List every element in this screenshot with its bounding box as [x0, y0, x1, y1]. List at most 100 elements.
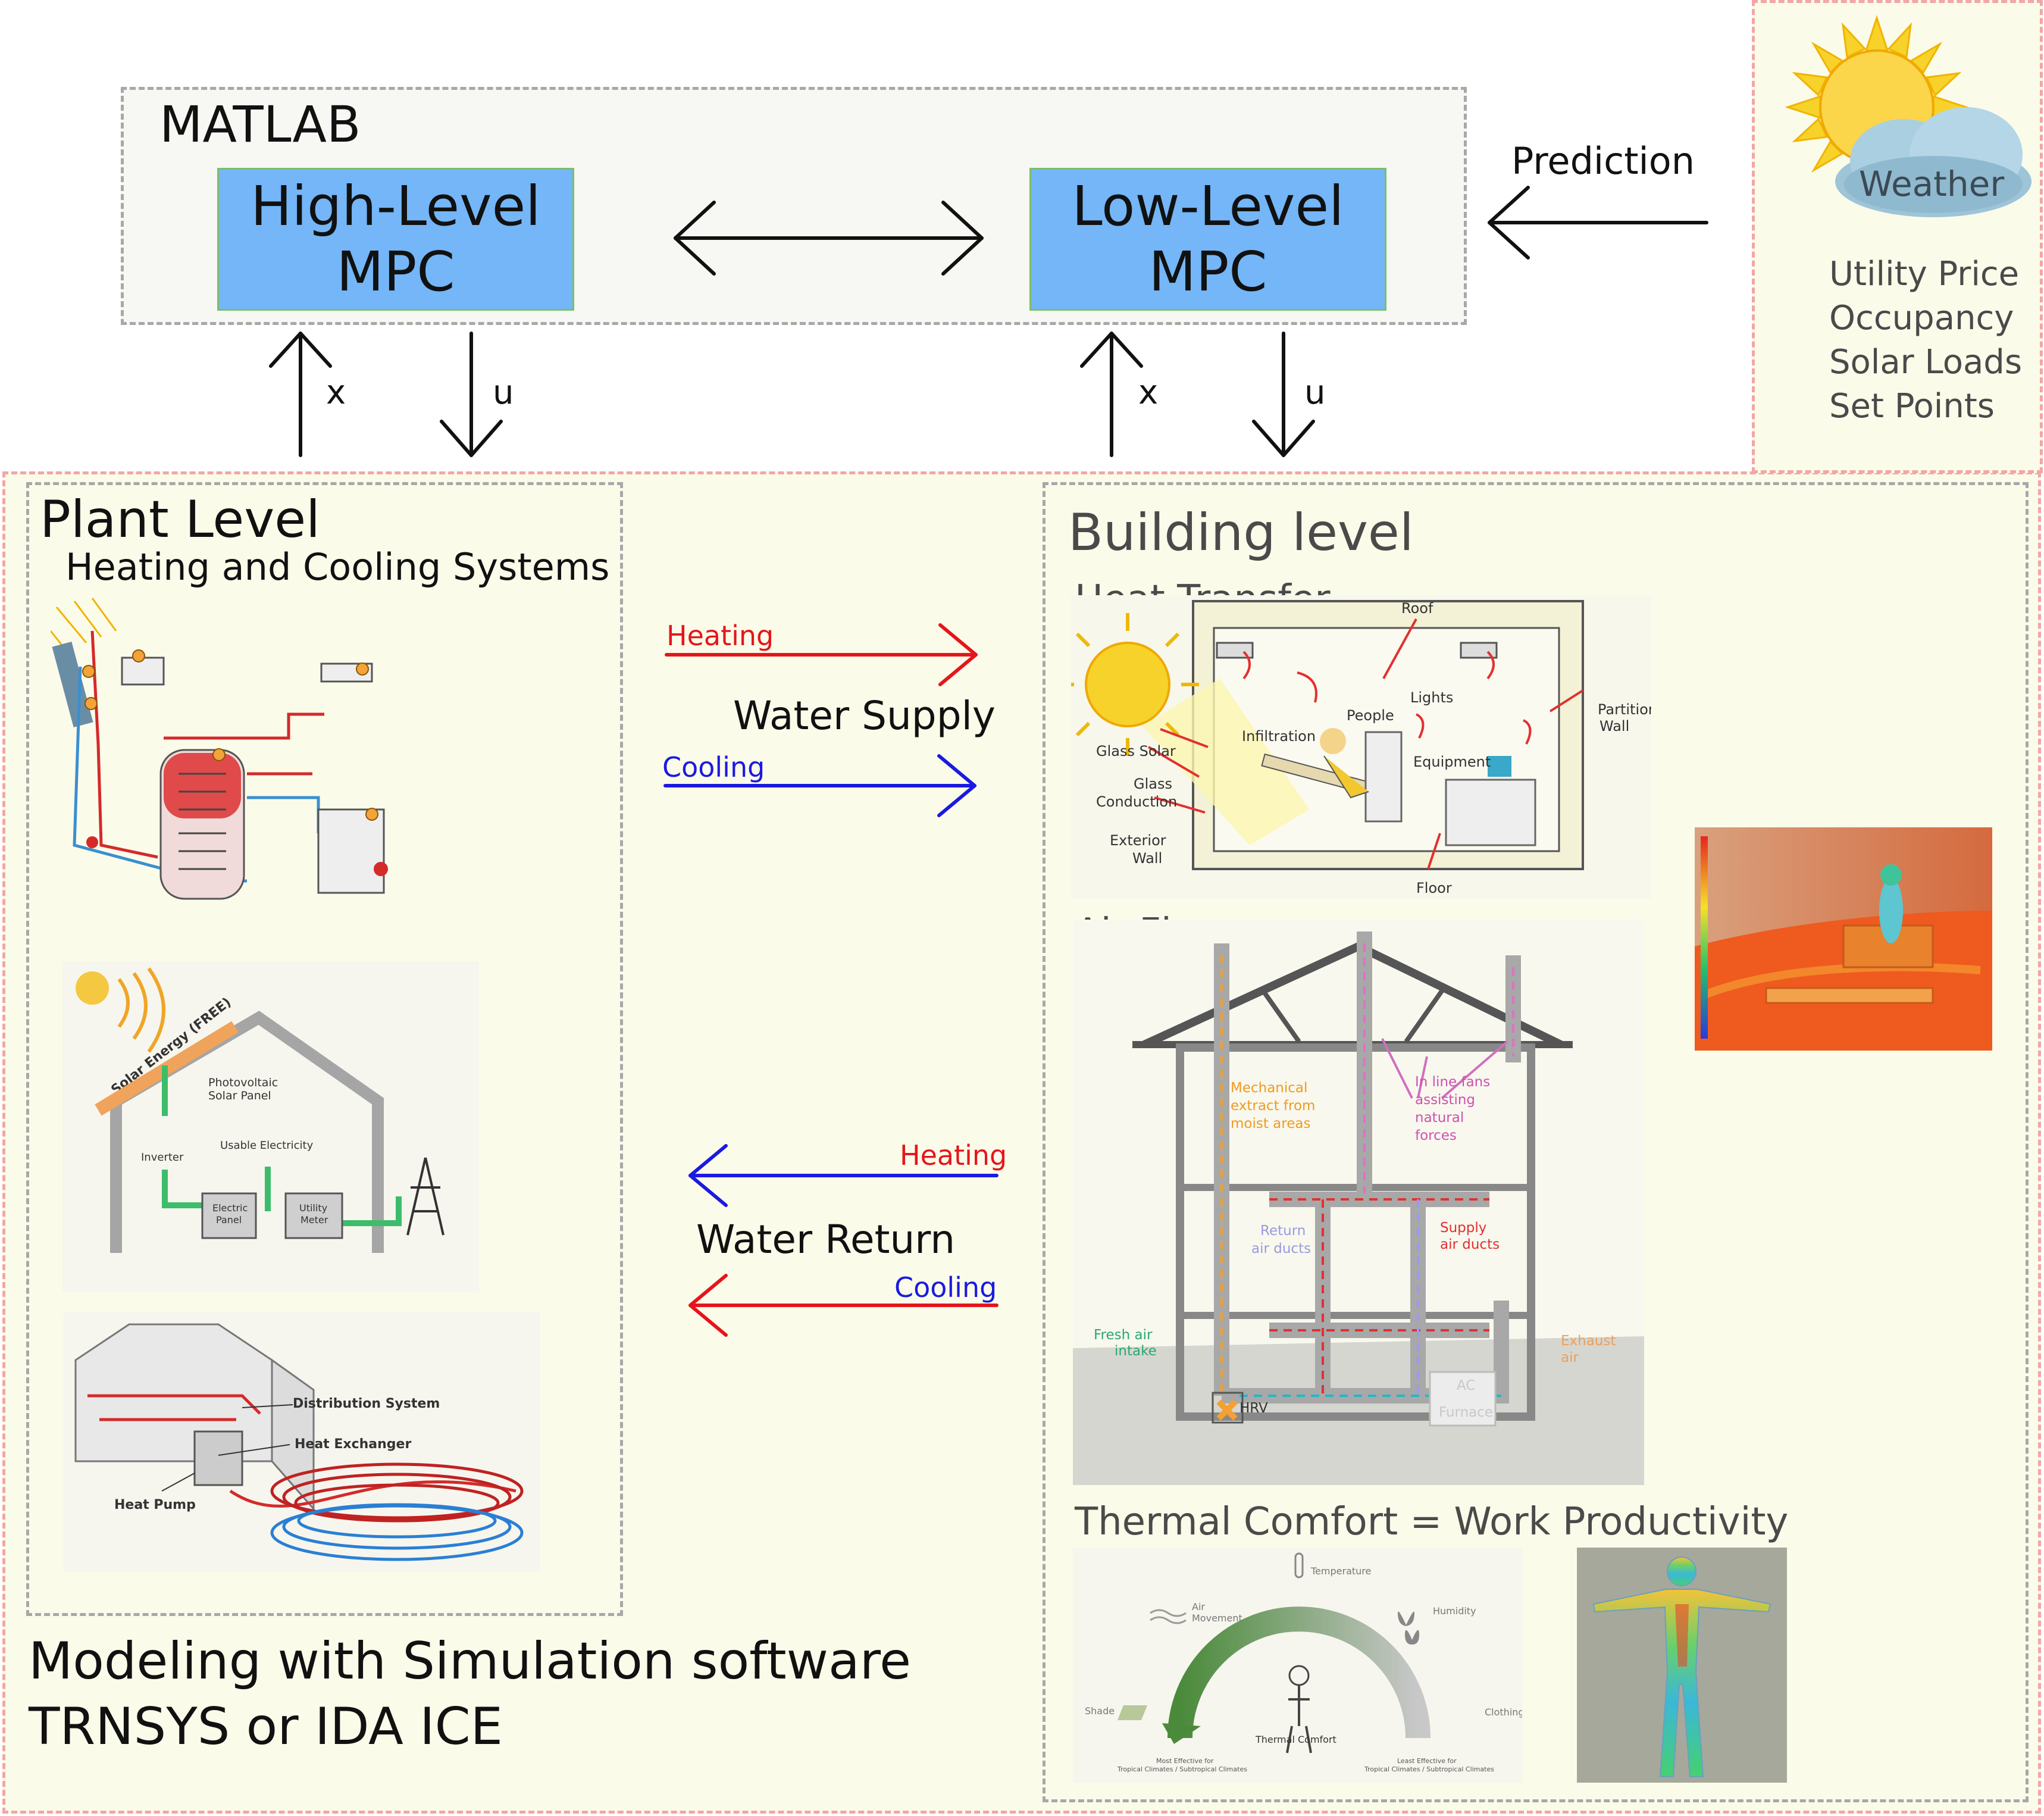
- af-ac-label: AC: [1457, 1378, 1475, 1393]
- tc-most-line2: Tropical Climates / Subtropical Climates: [1117, 1765, 1247, 1773]
- ht-equipment-label: Equipment: [1413, 754, 1491, 770]
- pv-house-diagram: Solar Energy (FREE) Photovoltaic Solar P…: [62, 961, 479, 1292]
- low-u-arrow: [1252, 332, 1315, 457]
- pv-photovoltaic-label: Photovoltaic: [208, 1076, 278, 1089]
- low-u-label: u: [1304, 373, 1326, 412]
- thermal-body-image: [1577, 1548, 1787, 1783]
- geo-heat-pump-label: Heat Pump: [114, 1498, 196, 1512]
- af-exhaust-line2: air: [1561, 1350, 1579, 1365]
- ht-floor-label: Floor: [1416, 880, 1452, 896]
- prediction-arrow: [1488, 186, 1708, 260]
- solar-thermal-schematic: [51, 598, 388, 900]
- high-x-label: x: [326, 373, 346, 412]
- ht-exterior-label: Exterior: [1110, 832, 1166, 849]
- pv-utility-label: Utility: [299, 1202, 327, 1214]
- return-heating-label: Heating: [900, 1139, 1007, 1171]
- thermal-comfort-diagram: Temperature Air Movement Humidity Shade …: [1073, 1548, 1522, 1783]
- high-level-mpc[interactable]: High-Level MPC: [217, 168, 574, 311]
- weather-item-utility-price: Utility Price: [1829, 255, 2020, 293]
- geothermal-diagram: Distribution System Heat Exchanger Heat …: [64, 1312, 540, 1571]
- thermal-comfort-title: Thermal Comfort = Work Productivity: [1075, 1500, 1789, 1544]
- pv-panel-label: Panel: [216, 1214, 242, 1226]
- high-u-label: u: [493, 373, 514, 412]
- high-u-arrow: [440, 332, 503, 457]
- af-mech-line2: extract from: [1231, 1098, 1315, 1114]
- high-level-mpc-line1: High-Level: [251, 174, 541, 238]
- pv-usable-electricity-label: Usable Electricity: [220, 1139, 314, 1152]
- matlab-title: MATLAB: [159, 95, 361, 154]
- plant-level-title: Plant Level: [40, 490, 321, 549]
- af-fresh-line2: intake: [1115, 1343, 1157, 1359]
- tc-air-label: Air: [1192, 1601, 1205, 1612]
- transmission-tower-icon: [406, 1157, 445, 1236]
- pv-inverter-label: Inverter: [141, 1151, 184, 1164]
- pv-solar-panel-label: Solar Panel: [208, 1089, 271, 1102]
- tc-comfort-label: Thermal Comfort: [1255, 1734, 1336, 1745]
- tc-temperature-label: Temperature: [1310, 1565, 1371, 1577]
- af-inline-line2: assisting: [1415, 1092, 1475, 1108]
- weather-item-occupancy: Occupancy: [1829, 299, 2014, 337]
- ht-glass-label: Glass: [1134, 776, 1172, 792]
- low-level-mpc-line2: MPC: [1148, 240, 1267, 304]
- ht-wall-label: Wall: [1599, 718, 1629, 734]
- low-x-label: x: [1138, 373, 1159, 412]
- tc-humidity-label: Humidity: [1433, 1605, 1476, 1617]
- cfd-room-image: [1695, 827, 1992, 1051]
- return-heating-arrow: [688, 1144, 998, 1207]
- tc-clothing-label: Clothing: [1485, 1706, 1522, 1718]
- low-level-mpc[interactable]: Low-Level MPC: [1029, 168, 1386, 311]
- geo-distribution-label: Distribution System: [293, 1396, 440, 1411]
- af-inline-line4: forces: [1415, 1128, 1457, 1143]
- heat-transfer-diagram: Roof Lights People Infiltration Partitio…: [1071, 595, 1651, 899]
- af-inline-line3: natural: [1415, 1110, 1464, 1126]
- weather-item-set-points: Set Points: [1829, 387, 1995, 426]
- ht-partition-label: Partition: [1598, 701, 1651, 718]
- af-mech-line3: moist areas: [1231, 1116, 1310, 1132]
- ht-infiltration-label: Infiltration: [1242, 728, 1316, 745]
- pv-electric-label: Electric: [212, 1202, 248, 1214]
- water-return-label: Water Return: [696, 1217, 956, 1262]
- ht-roof-label: Roof: [1401, 600, 1433, 617]
- af-return-line2: air ducts: [1251, 1241, 1311, 1256]
- prediction-label: Prediction: [1511, 139, 1695, 183]
- pv-meter-label: Meter: [301, 1214, 328, 1226]
- weather-label: Weather: [1859, 164, 2005, 204]
- return-cooling-arrow: [688, 1274, 998, 1337]
- af-supply-line1: Supply: [1440, 1220, 1486, 1236]
- af-supply-line2: air ducts: [1440, 1237, 1500, 1252]
- supply-heating-label: Heating: [666, 620, 774, 652]
- building-level-title: Building level: [1068, 503, 1414, 562]
- footer-line-2: TRNSYS or IDA ICE: [29, 1697, 503, 1756]
- geo-heat-exchanger-label: Heat Exchanger: [295, 1437, 411, 1452]
- af-fresh-line1: Fresh air: [1094, 1327, 1153, 1343]
- return-cooling-label: Cooling: [894, 1271, 997, 1304]
- af-exhaust-line1: Exhaust: [1561, 1333, 1616, 1349]
- tc-movement-label: Movement: [1192, 1612, 1242, 1624]
- high-level-mpc-line2: MPC: [336, 240, 455, 304]
- plant-level-subtitle: Heating and Cooling Systems: [65, 545, 610, 589]
- af-furnace-label: Furnace: [1439, 1405, 1493, 1420]
- low-x-arrow: [1080, 332, 1143, 457]
- ht-people-label: People: [1347, 707, 1394, 724]
- air-flows-diagram: Mechanical extract from moist areas In l…: [1073, 920, 1644, 1485]
- weather-item-solar-loads: Solar Loads: [1829, 343, 2023, 382]
- tc-least-line1: Least Effective for: [1397, 1757, 1457, 1765]
- af-hrv-label: HRV: [1239, 1401, 1268, 1416]
- low-level-mpc-line1: Low-Level: [1072, 174, 1344, 238]
- building-level-panel: [1043, 482, 2029, 1802]
- ht-exterior-wall-label: Wall: [1132, 850, 1162, 867]
- ht-lights-label: Lights: [1410, 689, 1453, 706]
- af-inline-line1: In line fans: [1415, 1074, 1490, 1090]
- ht-conduction-label: Conduction: [1096, 793, 1177, 810]
- footer-line-1: Modeling with Simulation software: [29, 1631, 912, 1691]
- supply-heating-arrow: [665, 623, 978, 686]
- weather-icon: [1785, 15, 2032, 217]
- ht-glass-solar-label: Glass Solar: [1096, 743, 1176, 759]
- af-mech-line1: Mechanical: [1231, 1080, 1307, 1096]
- mpc-link-arrow: [674, 201, 984, 276]
- tc-most-line1: Most Effective for: [1156, 1757, 1214, 1765]
- weather-box: Weather Utility Price Occupancy Solar Lo…: [1752, 0, 2043, 473]
- plant-level-panel: [26, 482, 623, 1616]
- supply-cooling-arrow: [663, 754, 976, 817]
